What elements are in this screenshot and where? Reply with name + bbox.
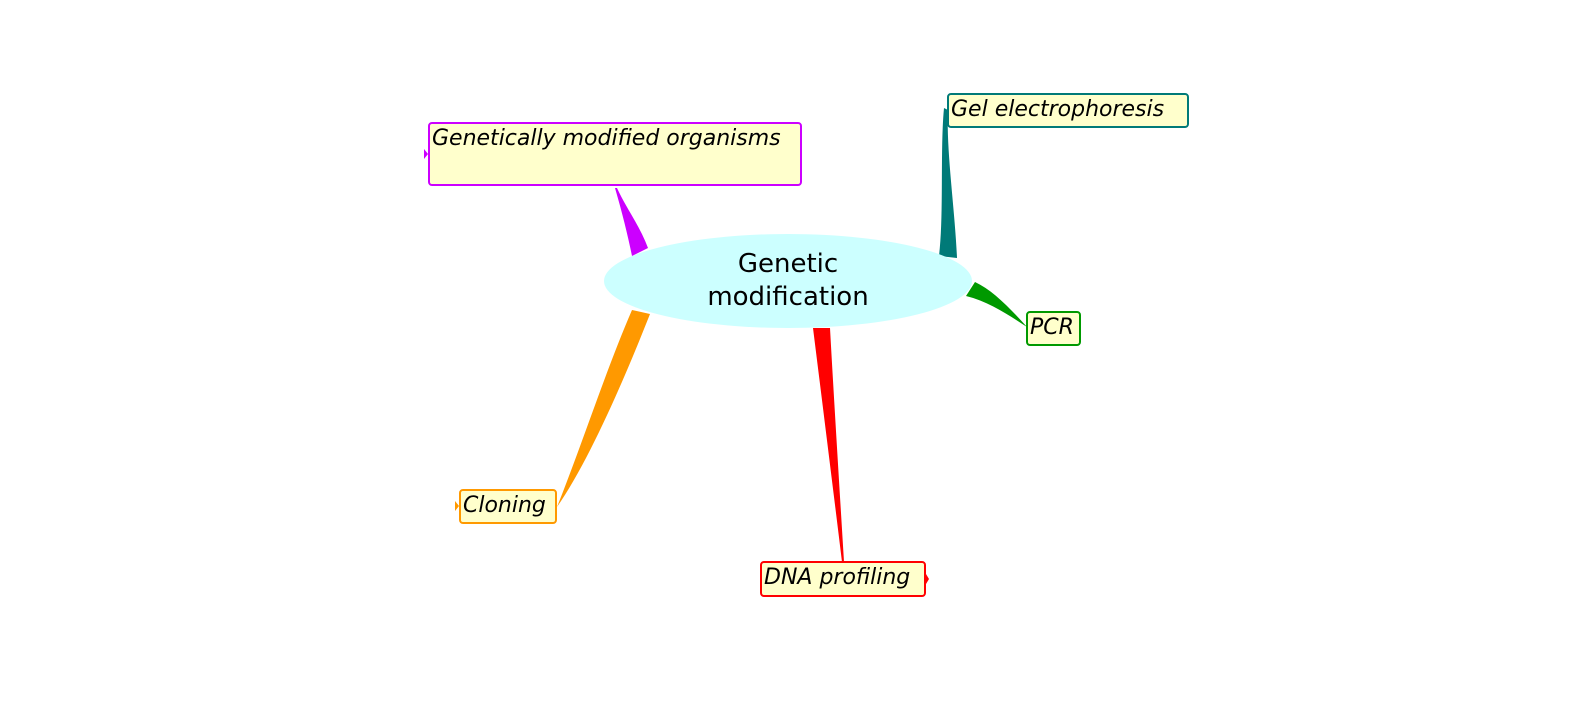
topic-label: DNA profiling — [764, 565, 911, 590]
topic-label: PCR — [1030, 315, 1074, 340]
branch-clone — [557, 310, 650, 507]
expand-marker-icon[interactable] — [926, 574, 929, 584]
topic-label: Gel electrophoresis — [951, 97, 1165, 122]
topic-cloning[interactable]: Cloning — [459, 489, 557, 524]
expand-marker-icon[interactable] — [455, 501, 459, 511]
central-topic[interactable]: Genetic modification — [604, 234, 972, 328]
topic-label: Genetically modified organisms — [432, 126, 781, 151]
topic-pcr[interactable]: PCR — [1026, 311, 1081, 346]
topic-genetically-modified-organisms[interactable]: Genetically modified organisms — [428, 122, 802, 186]
topic-gel-electrophoresis[interactable]: Gel electrophoresis — [947, 93, 1189, 128]
topic-dna-profiling[interactable]: DNA profiling — [760, 561, 926, 597]
expand-marker-icon[interactable] — [424, 149, 428, 159]
branch-gmo — [615, 188, 648, 256]
topic-label: Cloning — [463, 493, 546, 518]
branch-gel — [939, 108, 957, 258]
branch-dna — [813, 328, 844, 562]
branch-pcr — [966, 282, 1027, 327]
